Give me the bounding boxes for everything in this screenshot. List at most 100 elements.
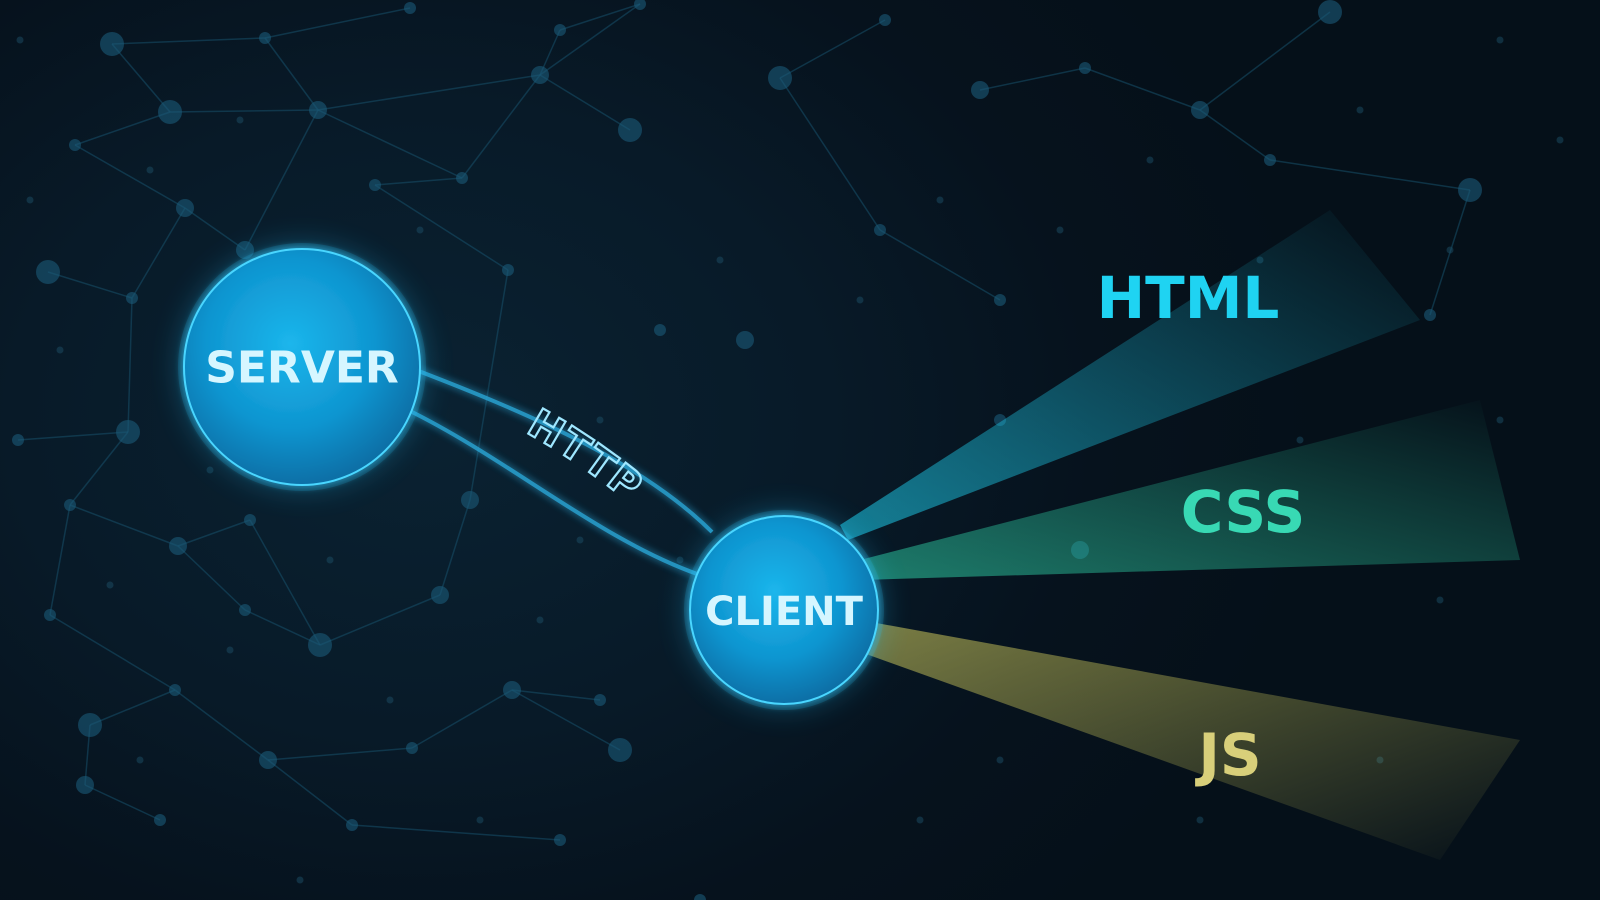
network-dot xyxy=(326,556,334,564)
network-dot xyxy=(716,256,724,264)
network-node xyxy=(308,633,332,657)
network-link xyxy=(469,269,509,501)
network-link xyxy=(69,431,129,506)
network-link xyxy=(169,109,319,113)
network-link xyxy=(559,3,641,31)
beam-css xyxy=(860,400,1520,580)
network-link xyxy=(374,177,463,186)
network-dot xyxy=(416,226,424,234)
network-dot xyxy=(226,646,234,654)
network-node xyxy=(244,514,256,526)
network-dot xyxy=(1146,156,1154,164)
network-node xyxy=(431,586,449,604)
network-link xyxy=(979,67,1086,91)
network-dot xyxy=(576,536,584,544)
network-node xyxy=(1424,309,1436,321)
network-link xyxy=(1269,159,1471,191)
network-dot xyxy=(26,196,34,204)
output-labels: HTML CSS JS xyxy=(1097,264,1306,789)
http-label-path: HTTP xyxy=(519,400,651,512)
client-node-label: CLIENT xyxy=(705,589,864,635)
client-node-circle xyxy=(689,515,879,705)
network-link xyxy=(74,111,171,146)
network-dot xyxy=(16,36,24,44)
network-dot xyxy=(1496,416,1504,424)
network-node xyxy=(346,819,358,831)
network-link xyxy=(177,519,251,547)
network-node xyxy=(1318,0,1342,24)
network-dot xyxy=(916,816,924,824)
server-node-label: SERVER xyxy=(205,343,399,394)
network-link xyxy=(374,184,509,271)
network-link xyxy=(111,37,266,45)
network-node xyxy=(44,609,56,621)
network-node xyxy=(259,751,277,769)
network-node xyxy=(36,260,60,284)
network-link xyxy=(267,747,413,761)
network-dot xyxy=(536,616,544,624)
network-link xyxy=(1084,67,1201,111)
network-link xyxy=(511,689,601,701)
network-link xyxy=(1199,109,1271,161)
network-dot xyxy=(236,116,244,124)
connection-line-upper xyxy=(415,368,714,534)
network-node xyxy=(461,491,479,509)
network-link xyxy=(69,504,179,547)
network-dot xyxy=(296,876,304,884)
network-dot xyxy=(1446,246,1454,254)
server-node-circle xyxy=(183,248,421,486)
network-link xyxy=(1199,11,1331,111)
output-label-css: CSS xyxy=(1181,478,1306,546)
network-link xyxy=(84,784,161,821)
output-label-html: HTML xyxy=(1097,264,1280,332)
network-node xyxy=(1458,178,1482,202)
network-dot xyxy=(856,296,864,304)
network-link xyxy=(539,3,641,76)
network-node xyxy=(69,139,81,151)
network-dot xyxy=(136,756,144,764)
network-node xyxy=(503,681,521,699)
network-link xyxy=(249,519,321,646)
network-dot xyxy=(386,696,394,704)
network-node xyxy=(64,499,76,511)
network-link xyxy=(351,824,561,841)
network-node xyxy=(874,224,886,236)
network-node xyxy=(369,179,381,191)
network-link xyxy=(127,297,133,433)
network-link xyxy=(317,74,541,111)
network-link xyxy=(47,271,133,299)
network-node xyxy=(1191,101,1209,119)
network-node xyxy=(634,0,646,10)
network-link xyxy=(49,614,176,691)
network-node xyxy=(12,434,24,446)
http-connection: HTTP xyxy=(407,368,714,577)
network-node xyxy=(1079,62,1091,74)
network-node xyxy=(768,66,792,90)
network-link xyxy=(49,504,71,616)
network-dot xyxy=(1436,596,1444,604)
network-dot xyxy=(146,166,154,174)
network-node xyxy=(879,14,891,26)
network-link xyxy=(174,689,269,761)
network-node xyxy=(76,776,94,794)
beam-html xyxy=(840,210,1420,540)
network-link xyxy=(539,74,631,131)
network-link xyxy=(317,109,463,179)
network-node xyxy=(126,292,138,304)
network-node xyxy=(736,331,754,349)
network-link xyxy=(411,689,513,749)
output-label-js: JS xyxy=(1194,721,1261,789)
network-link xyxy=(267,759,353,826)
output-beams xyxy=(840,210,1520,860)
network-node xyxy=(1264,154,1276,166)
network-link xyxy=(439,499,471,596)
network-dot xyxy=(1496,36,1504,44)
network-dot xyxy=(1556,136,1564,144)
network-node xyxy=(154,814,166,826)
network-link xyxy=(131,207,186,299)
network-node xyxy=(100,32,124,56)
network-node xyxy=(694,894,706,900)
network-link xyxy=(17,431,129,441)
